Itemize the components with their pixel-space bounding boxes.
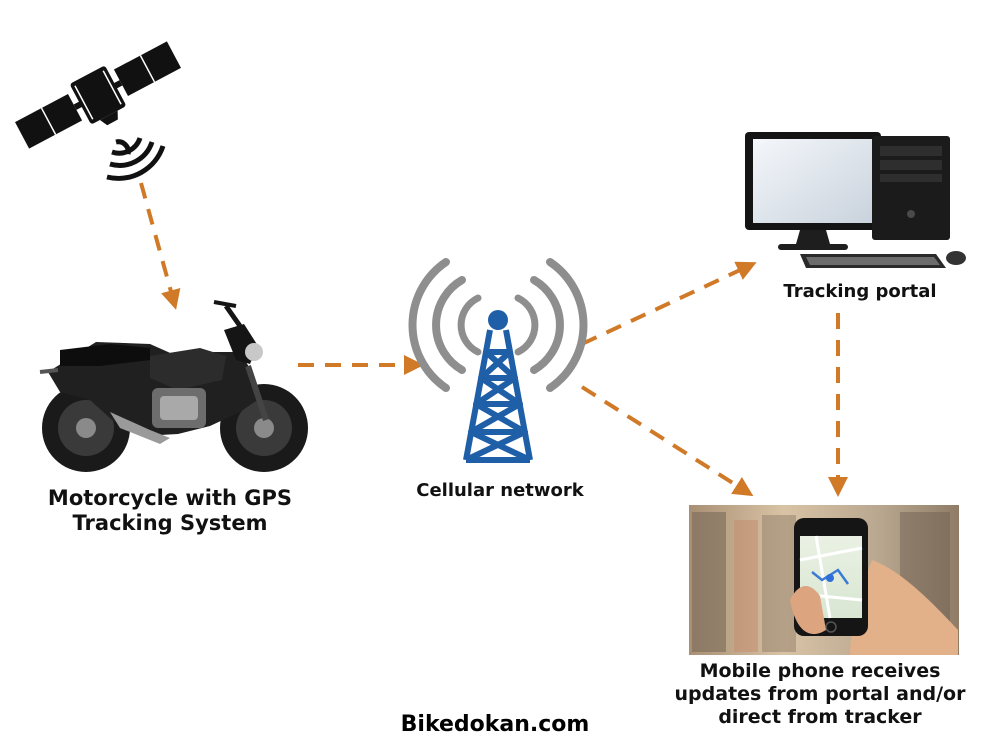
mobile-label-line1: Mobile phone receives	[699, 660, 941, 682]
arrow-network-to-portal	[581, 261, 757, 346]
watermark: Bikedokan.com	[400, 712, 590, 737]
motorcycle-icon	[39, 300, 308, 472]
mobile-phone-label: Mobile phone receives updates from porta…	[660, 660, 980, 728]
mobile-label-line2: updates from portal and/or	[674, 682, 966, 705]
desktop-computer-icon	[745, 132, 966, 268]
tracking-portal-label: Tracking portal	[783, 281, 937, 302]
mobile-phone-icon	[689, 505, 959, 655]
motorcycle-label: Motorcycle with GPS Tracking System	[20, 486, 320, 536]
cellular-network-label: Cellular network	[416, 480, 584, 501]
arrow-satellite-to-motorcycle	[139, 182, 181, 310]
mobile-label-line3: direct from tracker	[718, 705, 922, 728]
satellite-icon	[15, 41, 181, 181]
cell-tower-icon	[408, 258, 588, 463]
flow-arrows	[139, 182, 848, 497]
motorcycle-label-line1: Motorcycle with GPS	[47, 486, 293, 510]
motorcycle-label-line2: Tracking System	[72, 511, 268, 536]
arrow-network-to-mobile	[580, 385, 754, 497]
